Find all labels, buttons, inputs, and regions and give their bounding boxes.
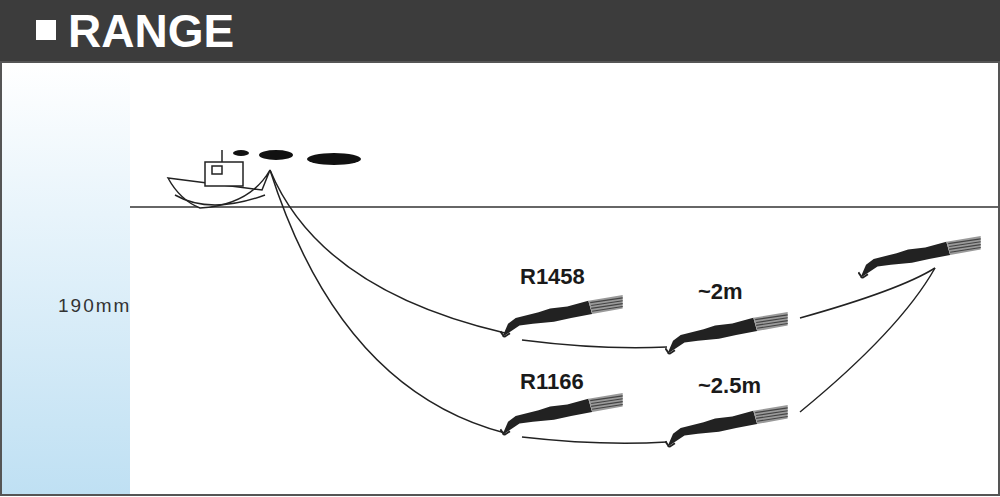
header-bar (0, 0, 1000, 62)
water-line (130, 206, 998, 208)
jig-size: R1166 (518, 370, 586, 394)
fishing-lines (270, 170, 935, 443)
depth-band (2, 63, 130, 494)
frame (1, 62, 999, 495)
depth-dimension: 190mm (58, 296, 131, 315)
exhaust (233, 150, 361, 165)
squid-jig (858, 236, 980, 278)
squid-jig (500, 295, 622, 337)
boat (168, 150, 270, 208)
spacing-dimension: ~2m (696, 280, 745, 304)
jig-size: R1458 (518, 265, 587, 289)
header-square (36, 20, 56, 40)
squid-jig (665, 405, 787, 447)
spacing-dimension: ~2.5m (696, 374, 763, 398)
diagram-title: RANGE (68, 8, 234, 54)
squid-jig (500, 393, 622, 435)
squid-jig (665, 312, 787, 354)
